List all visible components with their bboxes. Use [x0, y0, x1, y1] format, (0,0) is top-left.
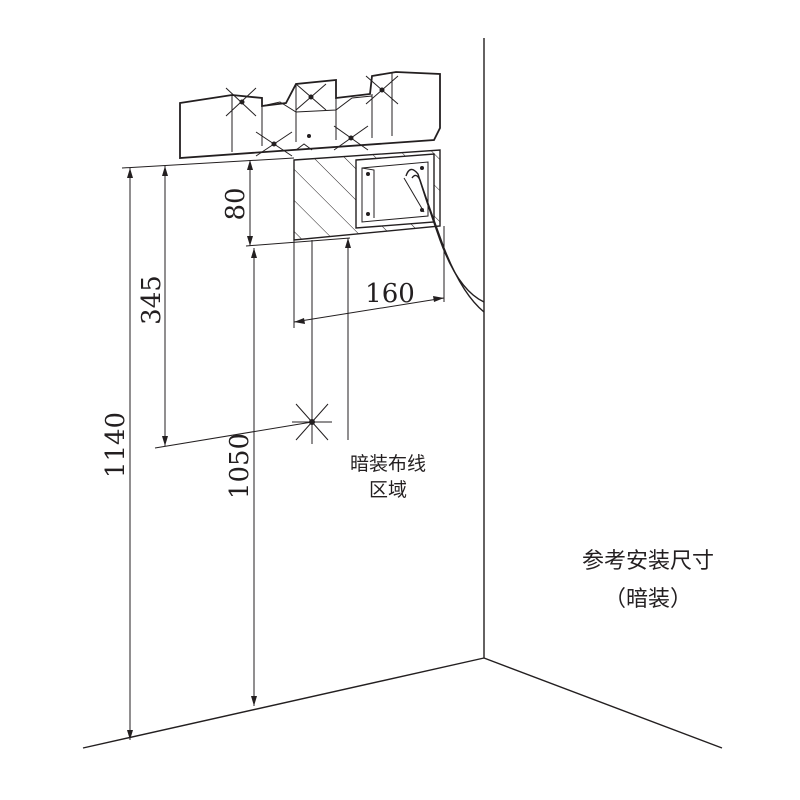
appliance	[179, 71, 441, 159]
mount-bracket	[295, 143, 313, 151]
label-345: 345	[137, 275, 167, 325]
floor-line-left	[82, 657, 485, 749]
dim-345-bottom-ext	[154, 421, 313, 449]
dim-80-bottom-ext	[245, 237, 351, 247]
label-1140: 1140	[101, 412, 131, 478]
junction-box-side	[361, 167, 375, 218]
reference-title: 参考安装尺寸	[582, 549, 714, 574]
screw-2	[420, 166, 424, 170]
wiring-area-outline	[293, 149, 441, 241]
label-1050: 1050	[225, 433, 255, 499]
floor-line-right	[483, 657, 723, 749]
reference-subtitle: （暗装）	[604, 587, 692, 612]
label-80: 80	[221, 187, 251, 220]
appliance-body	[179, 71, 441, 159]
dimension-labels: 80 345 1140 1050 160	[101, 187, 415, 499]
screw-1	[366, 172, 370, 176]
dim-160-line	[293, 297, 445, 323]
appliance-top-edge	[261, 95, 373, 113]
screw-3	[366, 212, 370, 216]
room-outline	[82, 38, 723, 749]
top-reference-line	[121, 157, 295, 169]
label-160: 160	[365, 279, 415, 309]
wiring-area-label-line2: 区域	[369, 479, 407, 501]
junction-box-inner	[361, 161, 429, 223]
dimension-lines	[121, 157, 445, 740]
wiring-area-box	[293, 149, 441, 241]
text-labels: 暗装布线 区域 参考安装尺寸 （暗装）	[350, 453, 714, 612]
wiring-area-label-line1: 暗装布线	[350, 453, 426, 475]
crosshair-markers	[225, 75, 399, 157]
cable	[403, 168, 485, 313]
